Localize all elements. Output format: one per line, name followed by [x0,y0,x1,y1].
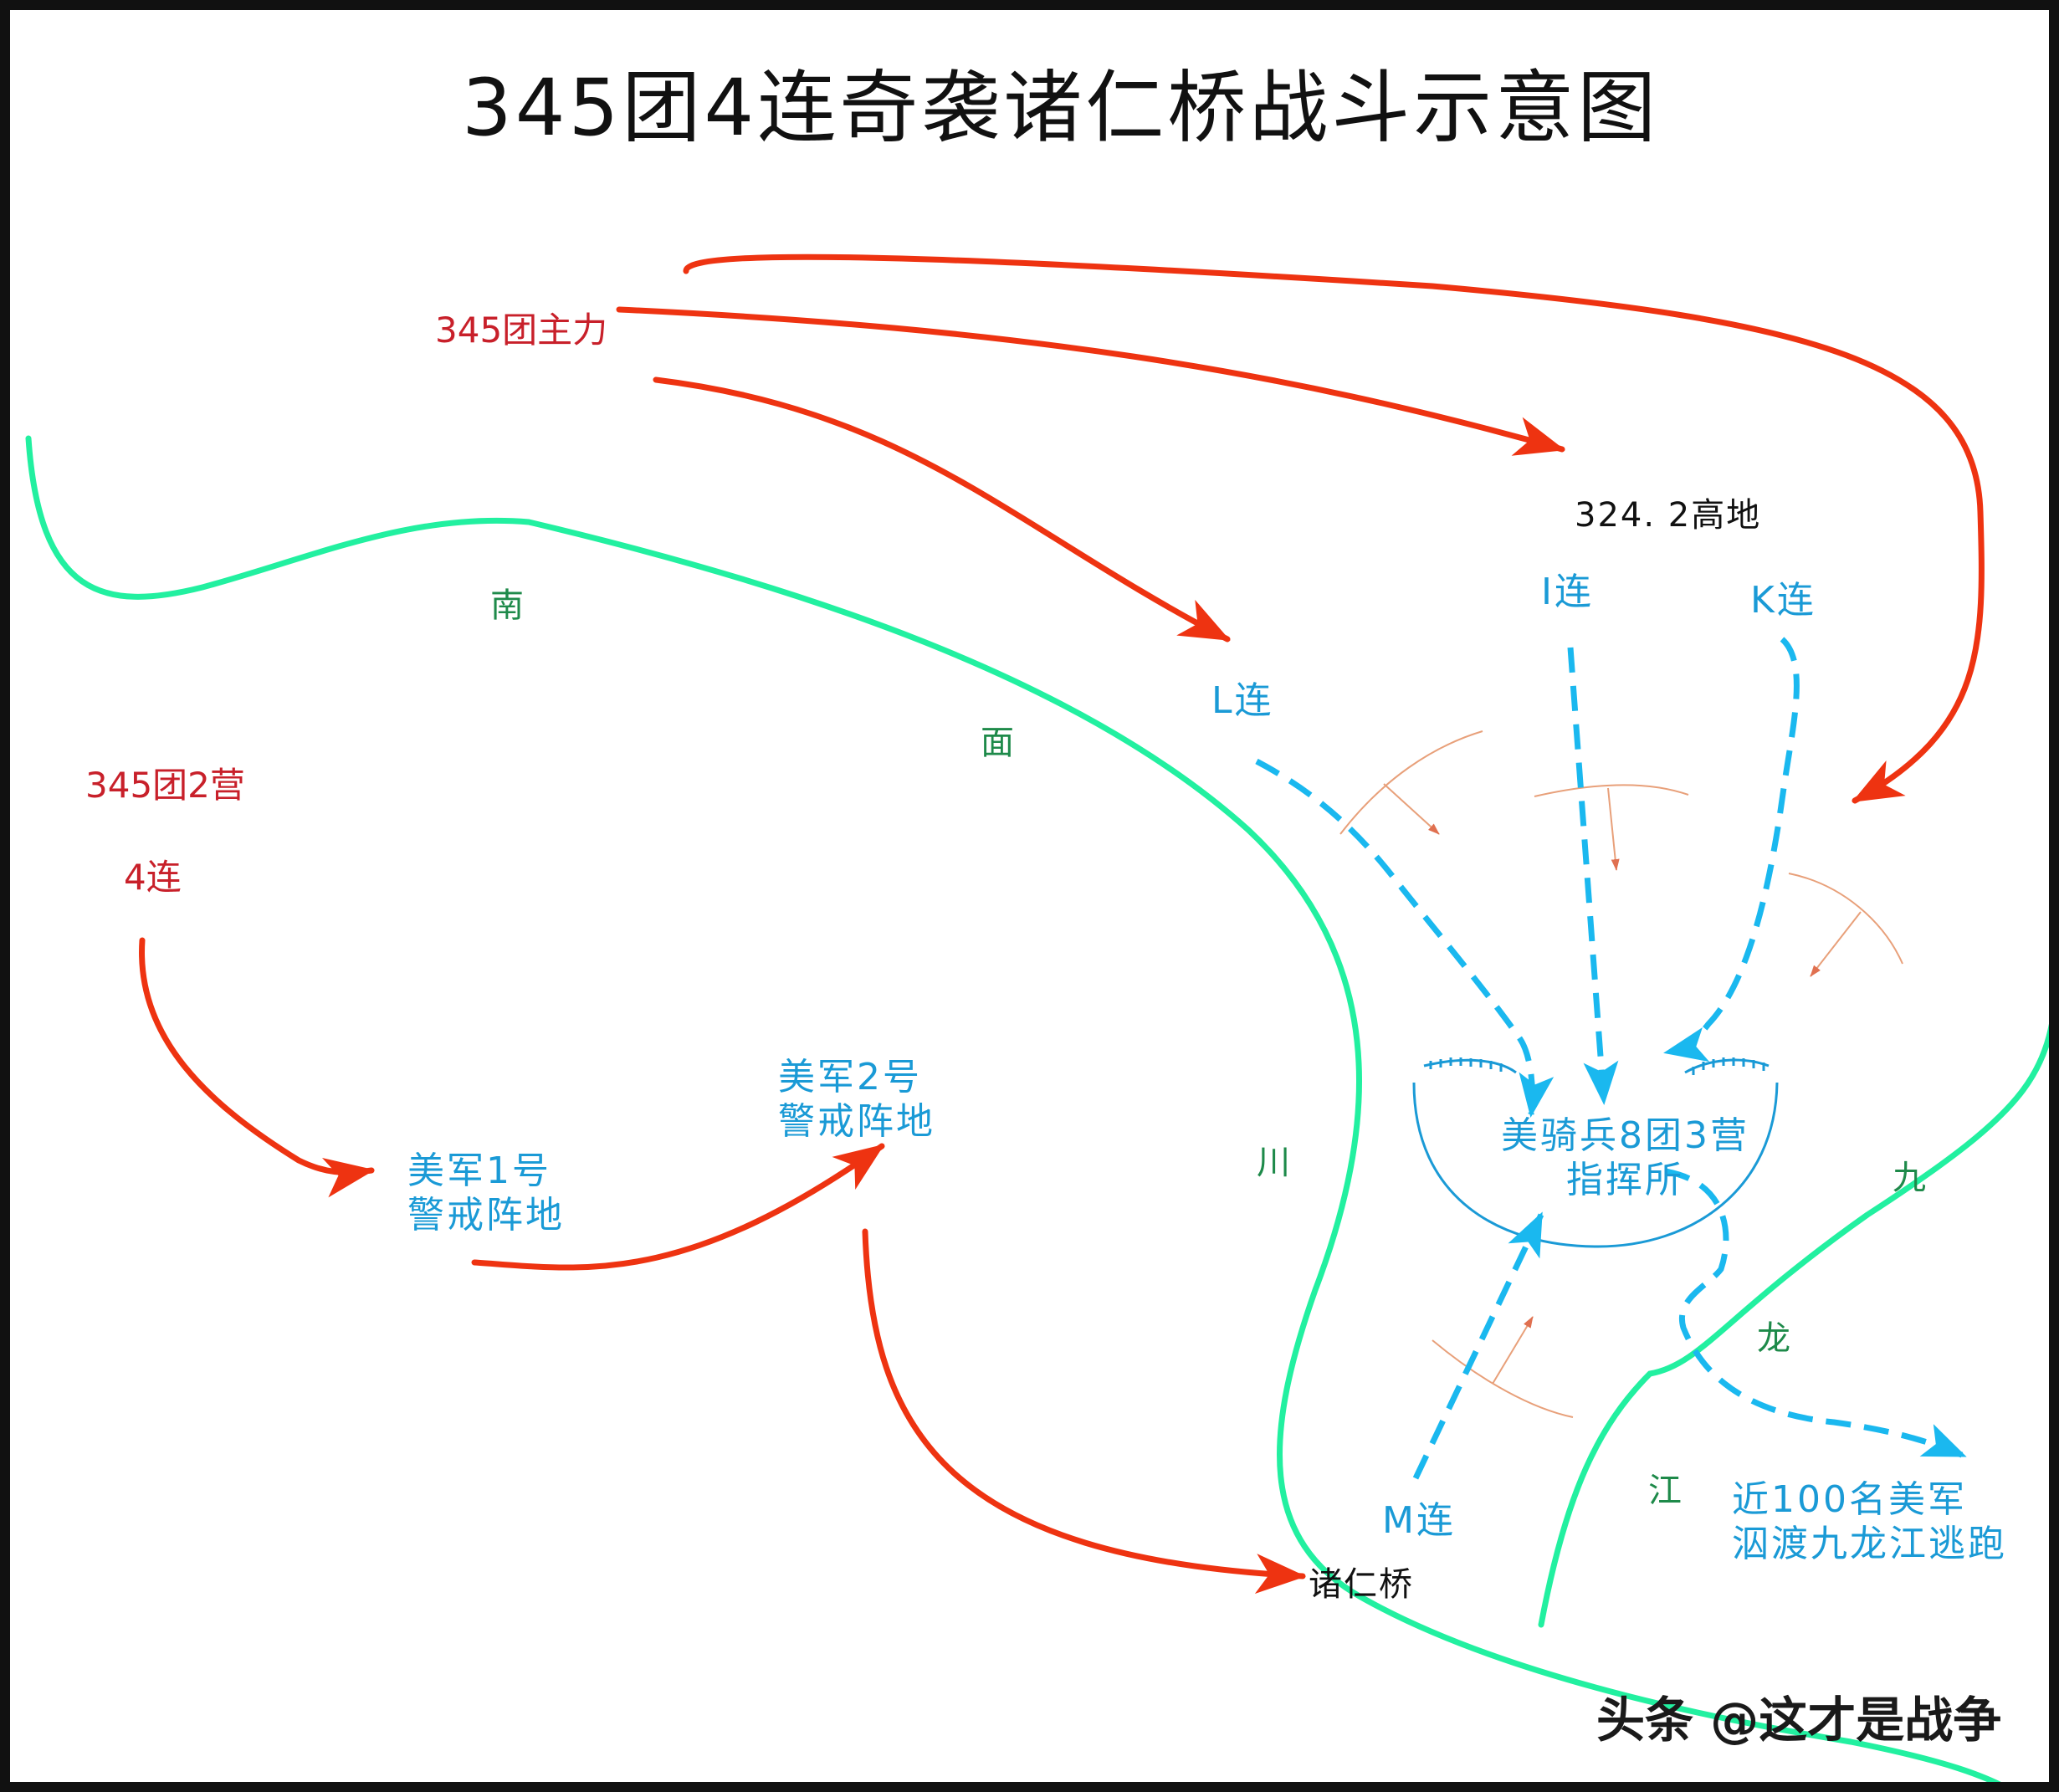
attack-arrows [139,253,1985,1595]
river-label-long: 龙 [1757,1319,1790,1358]
label-us-position-2: 美军2号 警戒阵地 [778,1056,935,1144]
arrow-main-to-l [653,376,1231,643]
arrow-escape [1664,1168,1967,1459]
arrow-m-company [1412,1211,1544,1480]
map-title: 345团4连奇袭诸仁桥战斗示意图 [462,63,1660,154]
river-label-nan: 南 [490,586,524,625]
hill-marks [1339,730,1903,1418]
river-label-jiu: 九 [1893,1159,1926,1197]
us-arrows [1255,637,1967,1480]
arrow-k-company [1663,637,1800,1062]
escape-line2: 泅渡九龙江逃跑 [1732,1522,2007,1565]
river-jiulong [1538,1023,2049,1628]
arrow-l-company [1255,758,1554,1118]
arrow-pos2-to-bridge [862,1228,1306,1595]
hq-line2: 指挥所 [1566,1158,1684,1201]
map-graphics [25,253,2049,1782]
label-main-force: 345团主力 [435,310,608,351]
river-label-jiang: 江 [1648,1472,1682,1510]
label-l-company: L连 [1211,679,1274,722]
arrow-main-encircle [683,253,1985,804]
river-label-mian: 面 [981,724,1014,762]
pos1-line1: 美军1号 [407,1149,551,1192]
river-main [25,435,2001,1782]
arrow-4-to-pos1 [139,937,375,1198]
label-m-company: M连 [1382,1499,1456,1542]
hq-perimeter [1412,1057,1779,1248]
river-label-chuan: 川 [1257,1144,1290,1182]
label-bridge: 诸仁桥 [1309,1565,1414,1604]
escape-line1: 近100名美军 [1732,1478,1967,1521]
rivers [25,435,2049,1782]
label-company-4: 4连 [124,857,182,898]
label-escape: 近100名美军 泅渡九龙江逃跑 [1732,1478,2007,1567]
arrow-i-company [1567,647,1619,1105]
hq-line1: 美骑兵8团3营 [1501,1114,1749,1157]
label-us-position-1: 美军1号 警戒阵地 [407,1149,565,1238]
label-us-hq: 美骑兵8团3营 指挥所 [1501,1114,1749,1203]
label-k-company: K连 [1750,579,1816,622]
label-hill-324: 324. 2高地 [1575,496,1762,535]
pos2-line2: 警戒阵地 [778,1099,935,1143]
label-i-company: I连 [1541,571,1594,613]
arrow-main-to-hill [616,306,1565,456]
pos1-line2: 警戒阵地 [407,1193,565,1236]
arrow-pos1-to-pos2 [471,1143,885,1271]
watermark: 头条 @这才是战争 [1596,1692,2002,1748]
pos2-line1: 美军2号 [778,1056,922,1098]
label-battalion: 345团2营 [85,765,245,806]
